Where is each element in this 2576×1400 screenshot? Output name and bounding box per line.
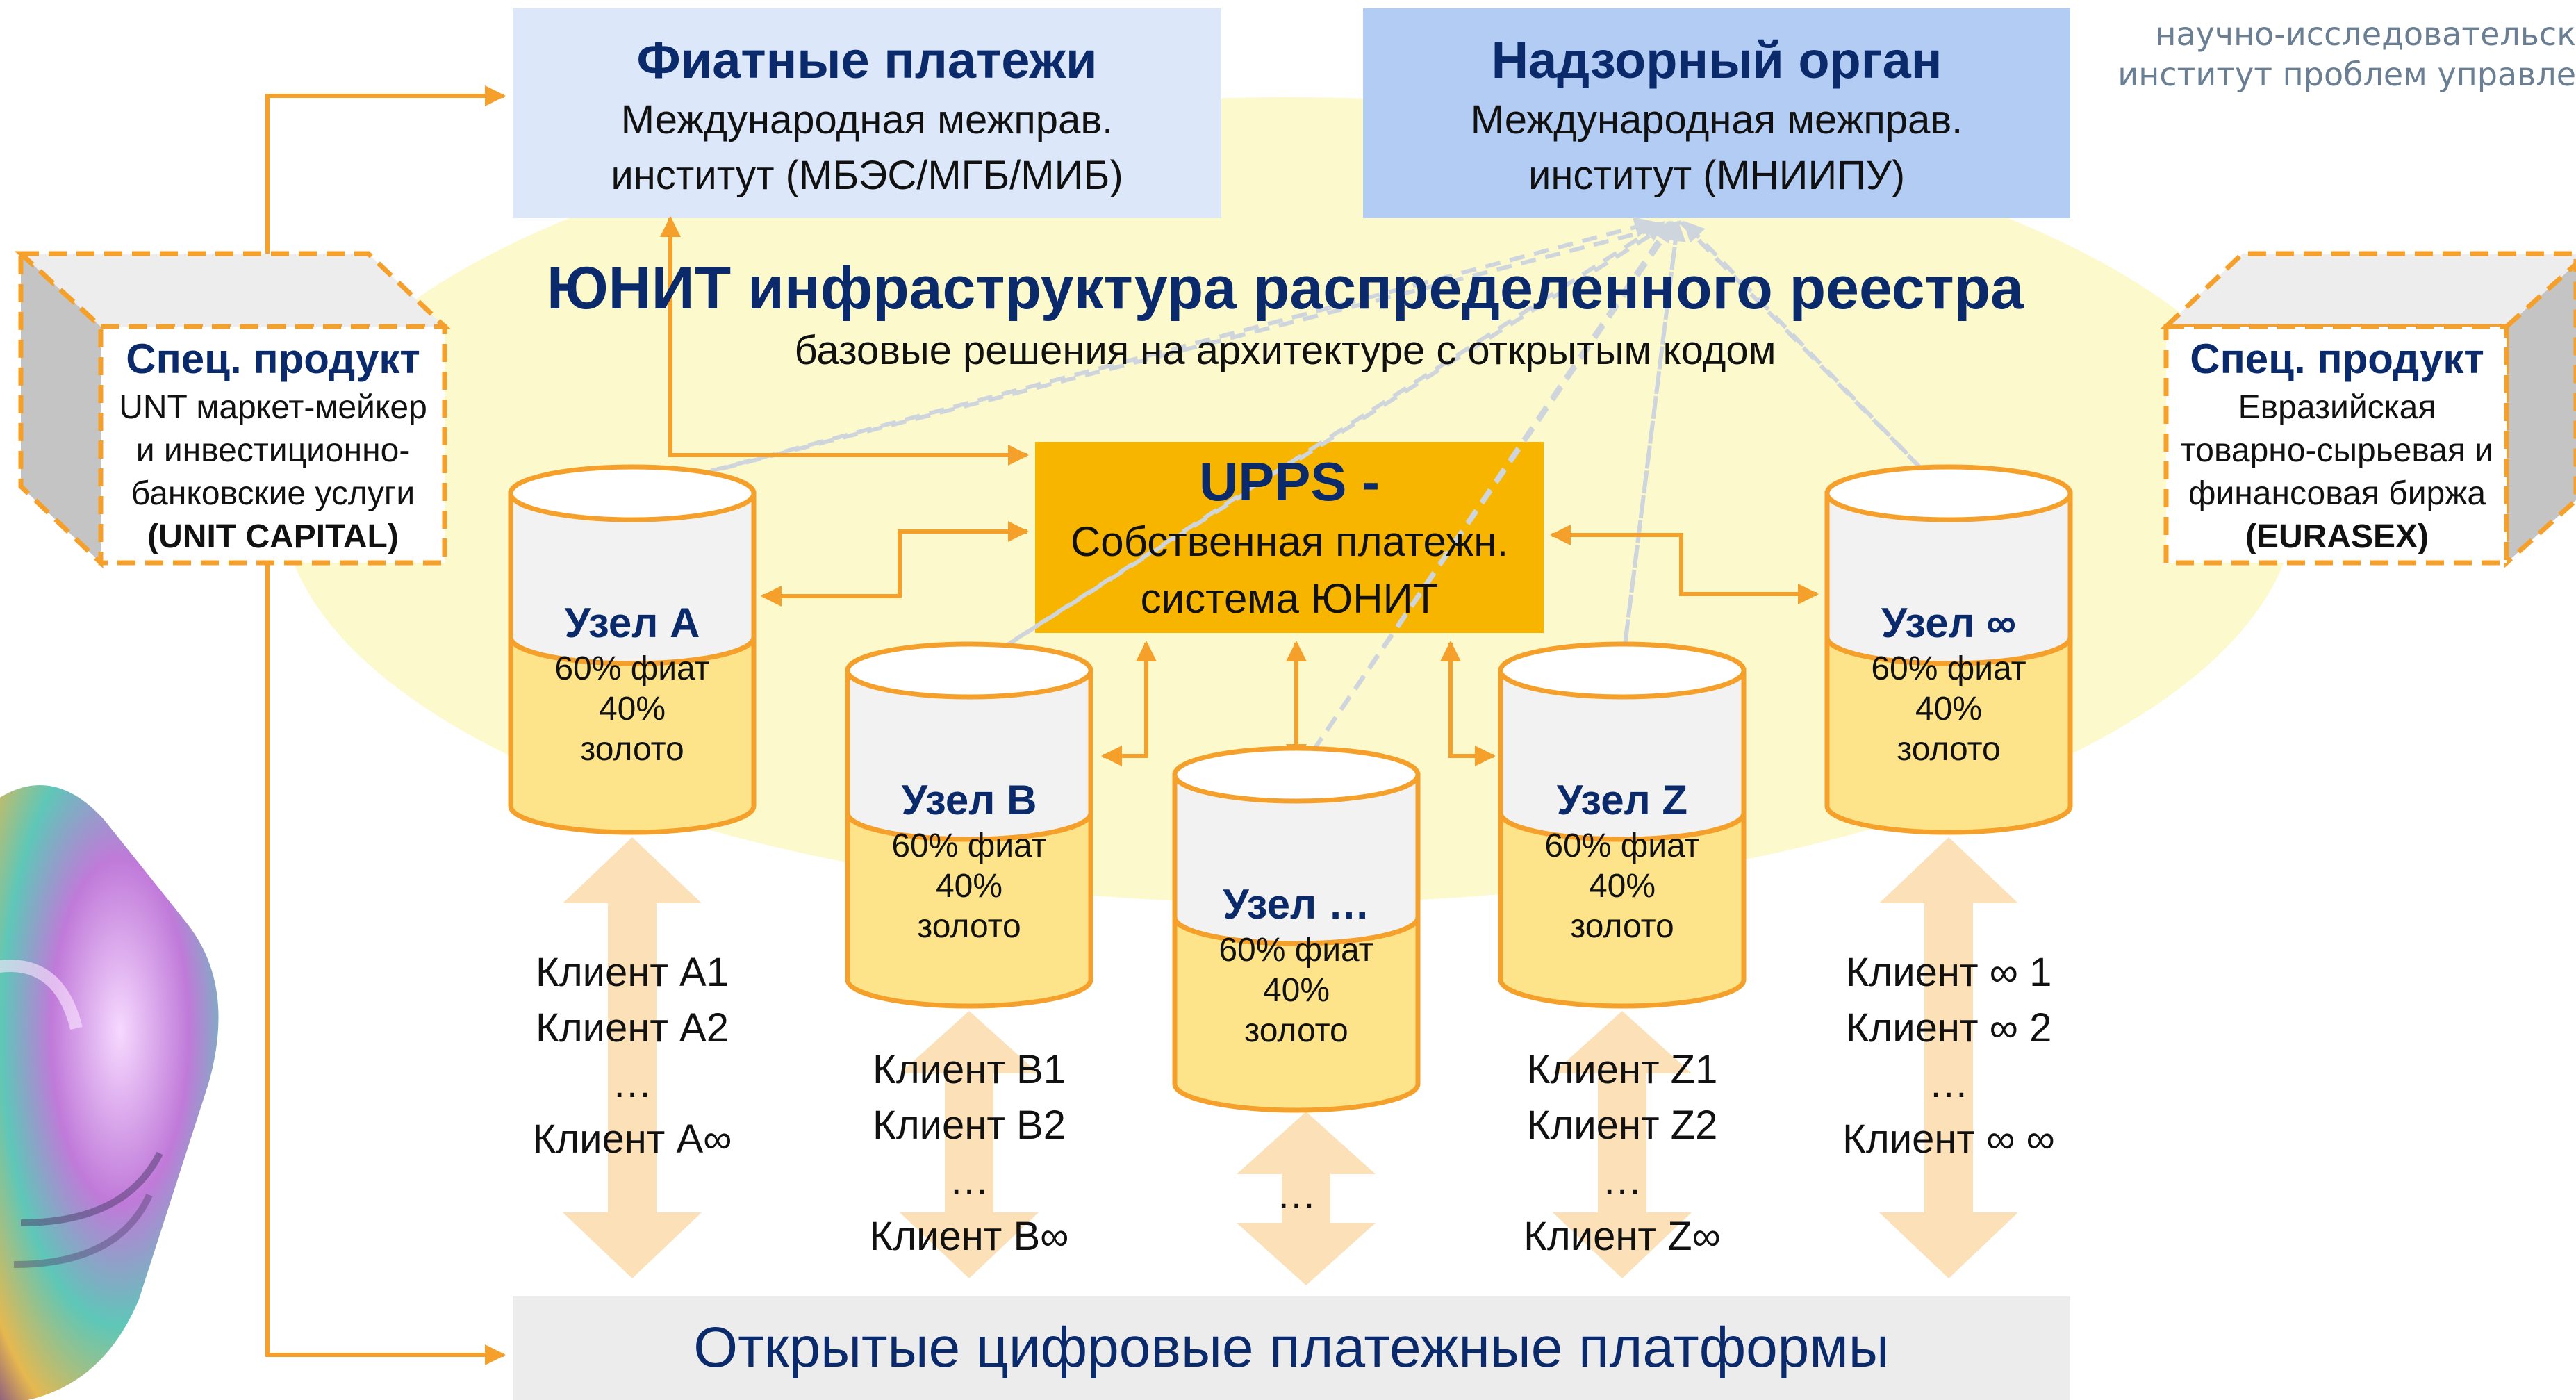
- client-list-item: Клиент Z∞: [1524, 1214, 1721, 1259]
- node-title: Узел Z: [1556, 777, 1688, 823]
- node-gold-label: золото: [1244, 1012, 1348, 1049]
- spec-right-line4: (EURASEX): [2245, 518, 2429, 555]
- spec-right-title: Спец. продукт: [2190, 336, 2484, 382]
- spec-product-right-box: [2160, 251, 2576, 568]
- corner-caption-line2: институт проблем управле: [2117, 56, 2576, 93]
- client-list-item: Клиент ∞ ∞: [1842, 1117, 2055, 1162]
- client-list-item: Клиент В1: [873, 1047, 1066, 1092]
- node-gold-label: золото: [917, 908, 1021, 945]
- client-list-item: …: [949, 1158, 989, 1203]
- fiat-payments-text: Фиатные платежи Международная межправ. и…: [513, 15, 1221, 217]
- node-cylinder: [1172, 746, 1421, 1113]
- node-label-group: Узел ∞ 60% фиат 40% золото: [1827, 598, 2070, 770]
- node-gold-label: золото: [580, 731, 684, 768]
- client-list-item: …: [612, 1061, 652, 1106]
- client-list-item: Клиент Z2: [1526, 1103, 1718, 1148]
- spec-right-line1: Евразийская: [2238, 389, 2436, 426]
- client-list-item: Клиент Z1: [1526, 1047, 1718, 1092]
- spec-product-right-text: Спец. продукт Евразийская товарно-сырьев…: [2168, 332, 2507, 559]
- node-gold-share: 40%: [598, 691, 666, 727]
- infrastructure-title: ЮНИТ инфраструктура распределенного реес…: [546, 255, 2024, 322]
- client-list: Клиент В1 Клиент В2 … Клиент В∞: [823, 1042, 1115, 1265]
- client-list-item: …: [1929, 1061, 1969, 1106]
- node-gold-label: золото: [1570, 908, 1674, 945]
- client-list-item: Клиент В2: [873, 1103, 1066, 1148]
- spec-product-left-text: Спец. продукт UNT маркет-мейкер и инвест…: [103, 332, 443, 559]
- client-list-item: Клиент ∞ 1: [1845, 950, 2052, 995]
- client-list-item: Клиент В∞: [869, 1214, 1069, 1259]
- client-list-item: …: [1602, 1158, 1642, 1203]
- fiat-payments-box: [513, 8, 1221, 218]
- client-list: Клиент ∞ 1 Клиент ∞ 2 … Клиент ∞ ∞: [1803, 945, 2095, 1167]
- corner-caption: научно-исследовательск институт проблем …: [2117, 14, 2576, 94]
- spec-left-title: Спец. продукт: [126, 336, 420, 382]
- node-cylinder: [845, 641, 1093, 1009]
- node-label-group: Узел Z 60% фиат 40%золото: [1501, 775, 1744, 947]
- node-gold-share: 40%: [1262, 972, 1330, 1009]
- supervisor-text: Надзорный орган Международная межправ. и…: [1363, 15, 2070, 217]
- supervisor-box: [1363, 8, 2070, 218]
- gradient-coin-icon: [0, 785, 219, 1400]
- node-cylinders: [508, 464, 2073, 1113]
- node-gold-label: золото: [1897, 731, 2001, 768]
- client-list-item: Клиент А∞: [532, 1117, 732, 1162]
- upps-line1: Собственная платежн.: [1070, 518, 1509, 565]
- spec-left-line2: и инвестиционно-: [135, 432, 411, 469]
- supervisor-line1: Международная межправ.: [1470, 97, 1963, 142]
- upps-line2: система ЮНИТ: [1140, 575, 1439, 622]
- node-gold-share: 40%: [1588, 868, 1656, 905]
- client-list: Клиент А1 Клиент А2 … Клиент А∞: [486, 945, 778, 1167]
- client-list: Клиент Z1 Клиент Z2 … Клиент Z∞: [1476, 1042, 1768, 1265]
- orange-connectors: [265, 85, 1819, 1365]
- node-fiat-share: 60% фиат: [554, 650, 710, 687]
- client-list-item: Клиент ∞ 2: [1845, 1005, 2052, 1051]
- node-title: Узел В: [901, 777, 1037, 823]
- fiat-payments-line2: институт (МБЭС/МГБ/МИБ): [611, 153, 1123, 198]
- infrastructure-subtitle: базовые решения на архитектуре с открыты…: [794, 328, 1776, 373]
- supervisor-title: Надзорный орган: [1491, 31, 1942, 89]
- platforms-bar: [513, 1296, 2070, 1400]
- node-cylinder: [1498, 641, 1747, 1009]
- corner-caption-line1: научно-исследовательск: [2155, 15, 2576, 53]
- node-label-group: Узел А 60% фиат 40% золото: [511, 598, 754, 770]
- client-list-item: …: [1276, 1172, 1316, 1217]
- node-label-group: Узел В 60% фиат 40%золото: [848, 775, 1091, 947]
- node-fiat-share: 60% фиат: [1871, 650, 2026, 687]
- supervisor-line2: институт (МНИИПУ): [1528, 153, 1906, 198]
- fiat-payments-line1: Международная межправ.: [620, 97, 1114, 142]
- client-list-item: Клиент А1: [536, 950, 729, 995]
- client-list-item: Клиент А2: [536, 1005, 729, 1051]
- node-cylinder: [508, 464, 757, 835]
- node-cylinder: [1824, 464, 2073, 835]
- node-gold-share: 40%: [935, 868, 1003, 905]
- node-title: Узел А: [564, 600, 700, 646]
- client-list: …: [1150, 1167, 1442, 1223]
- spec-right-line3: финансовая биржа: [2188, 475, 2486, 512]
- spec-left-line1: UNT маркет-мейкер: [119, 389, 427, 426]
- node-title: Узел …: [1223, 881, 1370, 928]
- upps-text: UPPS - Собственная платежн. система ЮНИТ: [1035, 445, 1544, 632]
- node-fiat-share: 60% фиат: [1544, 827, 1700, 864]
- node-gold-share: 40%: [1915, 691, 1983, 727]
- spec-left-line3: банковские услуги: [131, 475, 415, 512]
- upps-title: UPPS -: [1198, 451, 1380, 512]
- fiat-payments-title: Фиатные платежи: [636, 31, 1098, 89]
- spec-left-line4: (UNIT CAPITAL): [147, 518, 399, 555]
- spec-product-left-box: [14, 248, 451, 569]
- client-arrows: [563, 837, 2018, 1285]
- platforms-label: Открытые цифровые платежные платформы: [693, 1316, 1890, 1379]
- node-fiat-share: 60% фиат: [891, 827, 1047, 864]
- supervision-links: [637, 217, 1944, 773]
- spec-right-line2: товарно-сырьевая и: [2180, 432, 2494, 469]
- node-fiat-share: 60% фиат: [1219, 932, 1374, 969]
- node-title: Узел ∞: [1881, 600, 2017, 646]
